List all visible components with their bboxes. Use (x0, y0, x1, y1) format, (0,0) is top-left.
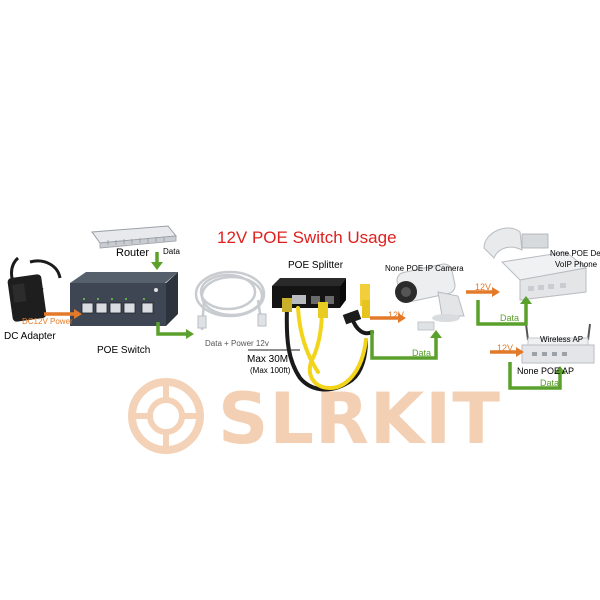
router-data-label: Data (163, 247, 180, 256)
router-label: Router (116, 247, 150, 259)
poe-switch-label: POE Switch (97, 345, 151, 356)
poe-switch-device (70, 272, 178, 326)
router-device (91, 225, 177, 249)
splitter-connectors (282, 284, 370, 325)
camera-12v-label: 12V (388, 310, 405, 320)
camera-label: None POE IP Camera (385, 264, 464, 273)
data-power-label: Data + Power 12v (205, 339, 269, 348)
wireless-ap-device (521, 323, 595, 364)
watermark-text: SLRKIT (218, 378, 501, 460)
ap-data-label: Data (540, 378, 560, 388)
camera-data-label: Data (412, 348, 432, 358)
phone-label-line2: VoIP Phone (555, 260, 598, 269)
dc12v-power-label: DC12V Power (22, 317, 73, 326)
none-poe-ap-label: None POE AP (517, 366, 575, 376)
max-distance-label: Max 30M (247, 354, 289, 365)
poe-splitter-label: POE Splitter (288, 260, 344, 271)
power-arrowheads (74, 287, 524, 357)
ap-12v-label: 12V (497, 343, 514, 353)
splitter-cables (284, 306, 374, 392)
diagram-title: 12V POE Switch Usage (217, 228, 397, 247)
watermark-logo-emblem (128, 378, 204, 454)
dc-adapter-device (7, 256, 62, 322)
data-arrowheads (151, 262, 566, 374)
phone-label-line1: None POE Dev (550, 249, 600, 258)
max-distance-feet-label: (Max 100ft) (250, 366, 291, 375)
ip-camera-device (395, 263, 465, 331)
wireless-ap-label: Wireless AP (540, 335, 584, 344)
power-arrows (44, 290, 516, 354)
ethernet-cable-coil (194, 270, 267, 331)
dc-adapter-label: DC Adapter (4, 331, 56, 342)
data-arrows (155, 252, 562, 390)
voip-phone-device (483, 227, 588, 301)
phone-12v-label: 12V (475, 282, 492, 292)
phone-data-label: Data (500, 313, 520, 323)
